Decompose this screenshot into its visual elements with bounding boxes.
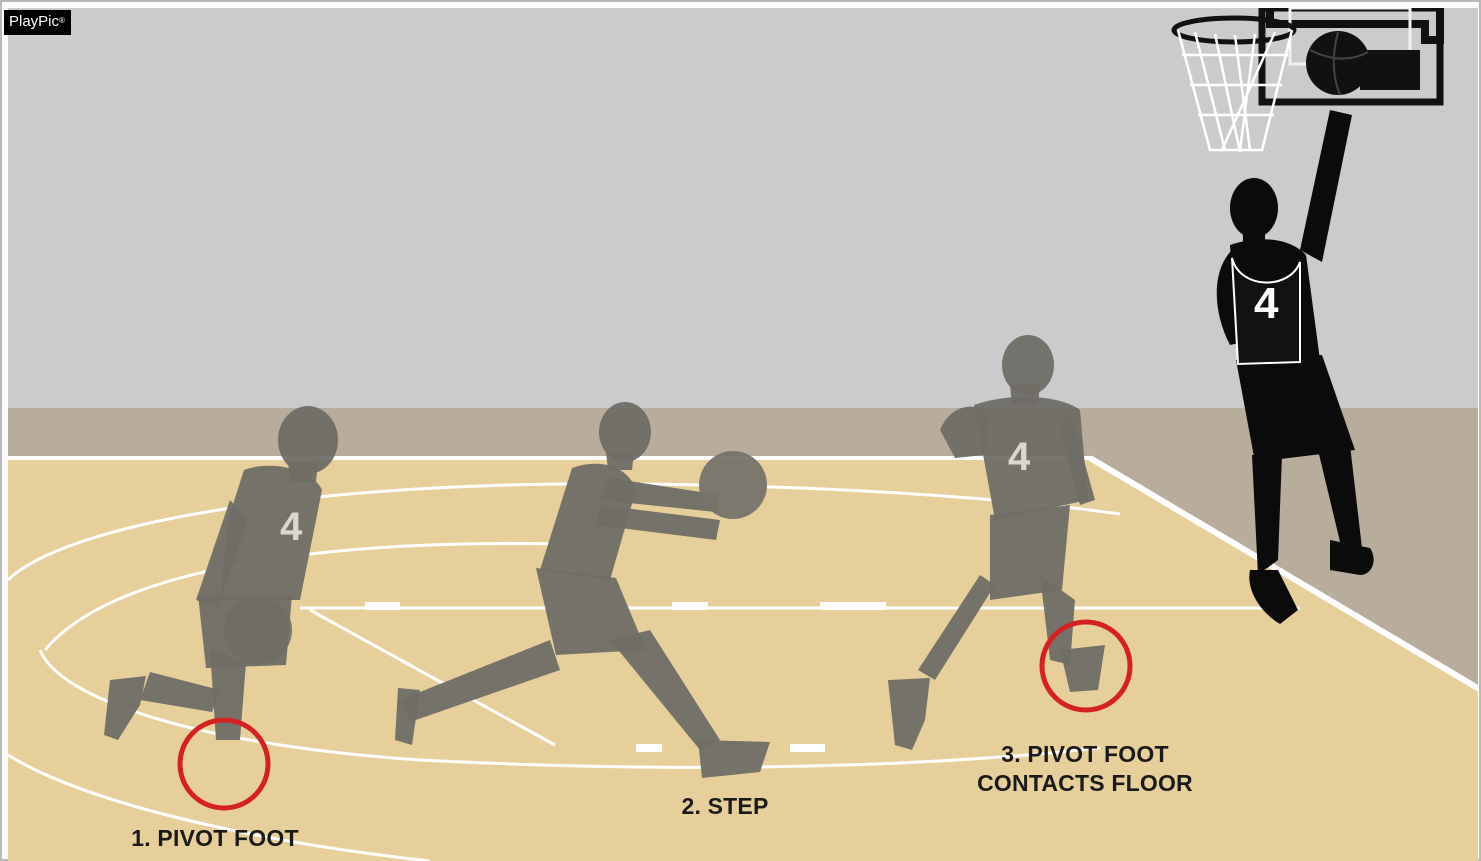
caption-step-1-text: 1. PIVOT FOOT [131, 825, 298, 851]
basketball [699, 451, 767, 519]
caption-step-3: 3. PIVOT FOOT CONTACTS FLOOR [955, 740, 1215, 798]
caption-step-3-line-1: 3. PIVOT FOOT [955, 740, 1215, 769]
caption-step-2: 2. STEP [645, 792, 805, 821]
shooter-jersey-number: 4 [1254, 279, 1279, 328]
brand-name: PlayPic [9, 13, 59, 30]
caption-step-3-line-2: CONTACTS FLOOR [955, 769, 1215, 798]
caption-step-1: 1. PIVOT FOOT [100, 824, 330, 853]
player-1-jersey-number: 4 [280, 505, 303, 549]
basketball [1306, 31, 1370, 95]
playpic-logo-badge: PlayPic® [4, 10, 71, 35]
registered-mark: ® [59, 16, 65, 25]
player-3-jersey-number: 4 [1008, 435, 1031, 479]
caption-step-2-text: 2. STEP [681, 793, 768, 819]
